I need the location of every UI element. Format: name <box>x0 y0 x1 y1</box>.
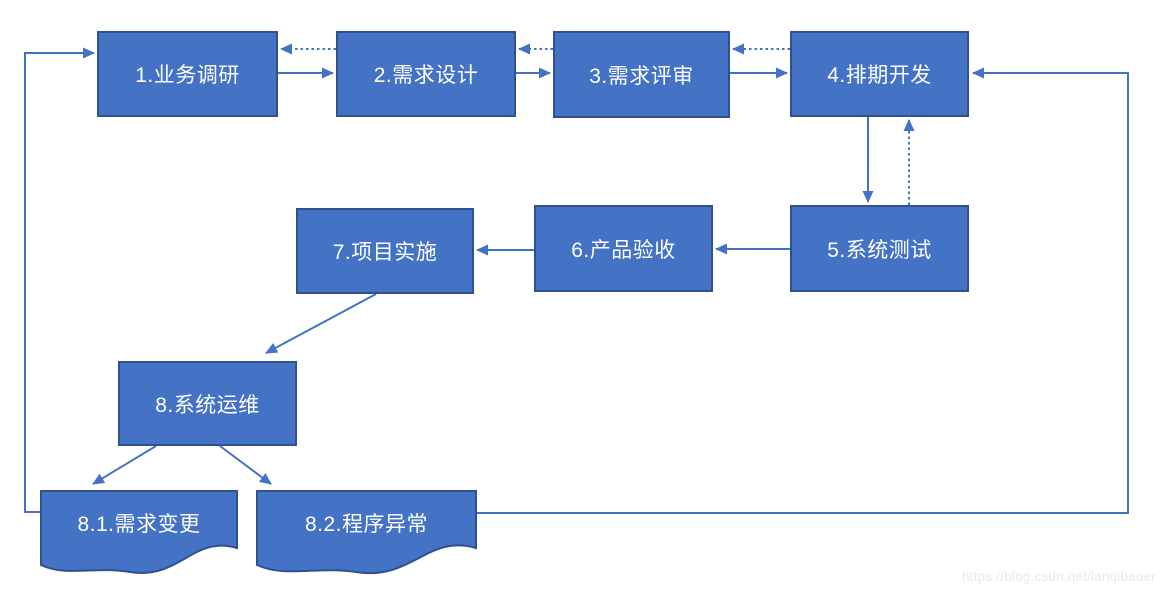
node-8.2-document-shape <box>256 490 477 575</box>
node-step-1: 1.业务调研 <box>97 31 278 117</box>
edge-8-to-8.2-arrow <box>219 445 272 485</box>
node-step-2-label: 2.需求设计 <box>373 64 479 87</box>
node-step-3: 3.需求评审 <box>553 31 730 118</box>
node-step-3-label: 3.需求评审 <box>589 64 694 88</box>
node-step-4-label: 4.排期开发 <box>827 64 932 87</box>
node-step-4: 4.排期开发 <box>790 31 969 117</box>
node-step-2: 2.需求设计 <box>336 31 516 117</box>
node-step-8: 8.系统运维 <box>118 361 297 446</box>
node-step-5: 5.系统测试 <box>790 205 969 292</box>
node-step-7-label: 7.项目实施 <box>332 241 438 264</box>
node-step-1-label: 1.业务调研 <box>135 64 240 87</box>
node-step-7: 7.项目实施 <box>296 208 474 294</box>
node-step-5-label: 5.系统测试 <box>827 238 932 262</box>
edge-8.1-to-1-loop-arrow <box>24 47 95 513</box>
edge-8-to-8.1-arrow <box>92 445 157 485</box>
node-8.1-document-shape <box>40 490 238 574</box>
watermark-url: https://blog.csdn.net/lanqibaoer <box>961 569 1156 584</box>
edge-7-to-8-arrow <box>265 293 377 354</box>
edge-8.2-to-4-loop-arrow <box>476 67 1129 514</box>
node-step-8-label: 8.系统运维 <box>155 393 260 417</box>
node-step-6-label: 6.产品验收 <box>571 238 676 262</box>
node-step-6: 6.产品验收 <box>534 205 713 292</box>
